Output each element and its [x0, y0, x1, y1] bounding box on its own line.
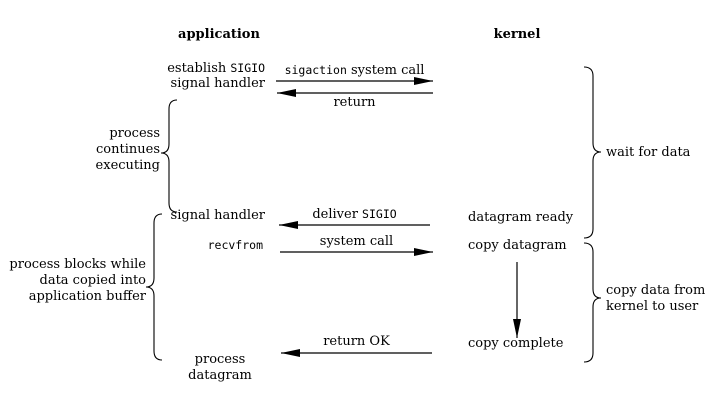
establish-sigio-label: establish SIGIO — [167, 60, 265, 77]
process-blocks-line1: process blocks while — [9, 257, 146, 272]
process-blocks-line3: application buffer — [28, 289, 146, 304]
copy-data-brace — [583, 242, 602, 363]
process-continues-line2: continues — [96, 142, 160, 157]
system-call-label: system call — [319, 234, 394, 249]
copy-complete-label: copy complete — [468, 336, 564, 351]
deliver-prefix-text: deliver — [312, 207, 363, 222]
process-continues-line3: executing — [95, 158, 160, 173]
wait-for-data-brace — [583, 66, 602, 239]
sigaction-rest-text: system call — [346, 63, 425, 78]
sigio-code-text: SIGIO — [230, 61, 265, 75]
copy-data-annotation: copy data from kernel to user — [606, 283, 705, 315]
application-header: application — [178, 27, 260, 42]
process-blocks-brace — [145, 213, 163, 361]
signal-handler-label: signal handler — [170, 208, 265, 223]
copy-data-line1: copy data from — [606, 283, 706, 298]
process-blocks-annotation: process blocks while data copied into ap… — [9, 257, 146, 305]
process-continues-brace — [160, 99, 178, 213]
process-datagram-line1: process — [194, 352, 246, 367]
signal-handler-label-top: signal handler — [170, 76, 265, 91]
return-ok-label: return OK — [323, 334, 390, 349]
kernel-header: kernel — [493, 27, 541, 42]
deliver-sigio-code-text: SIGIO — [362, 207, 397, 221]
sigaction-system-call-label: sigaction system call — [276, 62, 433, 79]
process-datagram-line2: datagram — [188, 368, 252, 383]
copy-data-line2: kernel to user — [606, 299, 699, 314]
deliver-sigio-label: deliver SIGIO — [279, 206, 430, 223]
return-label: return — [333, 95, 376, 110]
copy-datagram-label: copy datagram — [468, 238, 567, 253]
process-datagram-label: process datagram — [170, 352, 270, 384]
recvfrom-call-label: recvfrom — [207, 238, 263, 252]
establish-prefix-text: establish — [167, 61, 231, 76]
process-continues-line1: process — [109, 126, 160, 141]
process-blocks-line2: data copied into — [39, 273, 147, 288]
process-continues-annotation: process continues executing — [96, 126, 160, 174]
wait-for-data-annotation: wait for data — [606, 145, 691, 160]
sigaction-code-text: sigaction — [284, 63, 347, 77]
datagram-ready-label: datagram ready — [468, 210, 574, 225]
